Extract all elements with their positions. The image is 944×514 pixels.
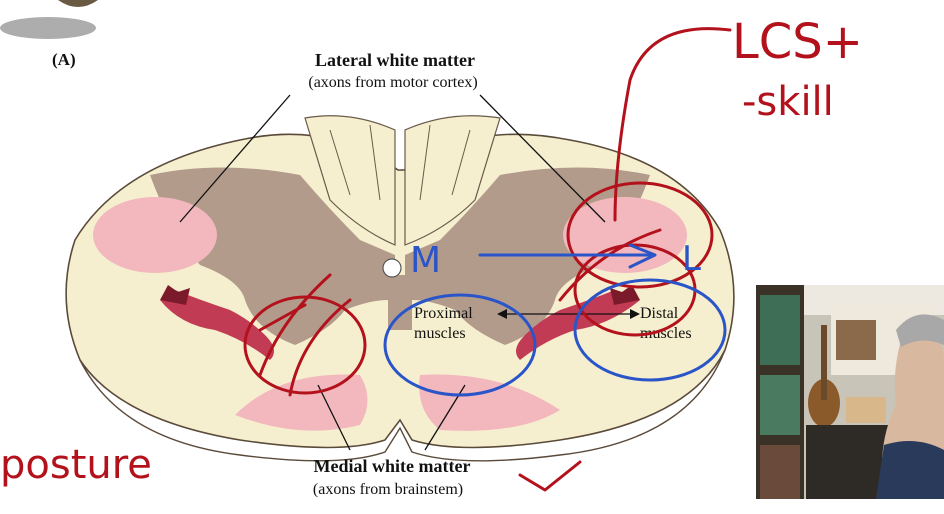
panel-label: (A) [52,50,76,69]
webcam-scene [756,285,944,499]
motor-neuron-right [516,285,640,360]
blue-m-text: M [410,240,441,281]
webcam-thumbnail [756,285,944,499]
shadow-blob [0,17,96,39]
column-lines [329,124,471,201]
blue-arrow [478,243,657,269]
dorsal-column-right [404,115,501,246]
blue-circle-proximal [383,293,537,397]
medial-white-matter-subtitle: (axons from brainstem) [312,481,464,498]
proximal-label-line2: muscles [414,325,466,342]
leader-medial-left [317,384,351,451]
leader-lateral-left [179,94,291,223]
red-loop [558,228,662,302]
red-posture-text: posture [0,442,152,488]
red-circle-left [243,295,367,395]
cord-rim [79,349,726,462]
dome-icon [58,0,98,7]
red-lcs-text: LCS+ [732,14,863,70]
proximal-muscles-label: Proximal muscles [414,304,473,344]
red-skill-text: -skill [742,79,834,125]
red-stroke-top [613,27,732,222]
distal-label-line2: muscles [640,325,692,342]
blue-l-text: L [682,239,701,279]
lateral-white-matter-subtitle: (axons from motor cortex) [308,74,478,91]
blue-circle-distal [573,278,727,382]
red-scribble-left [258,273,352,397]
grey-matter [150,167,650,345]
central-canal [382,258,402,278]
medial-white-matter-title: Medial white matter [313,456,471,476]
red-checkmark [518,460,582,492]
red-circle-neuron [573,243,697,337]
distal-label-line1: Distal [640,305,679,322]
distal-muscles-label: Distal muscles [640,304,692,344]
dorsal-column-left [304,115,396,246]
red-circle-lateral [566,181,714,289]
proximal-label-line1: Proximal [414,305,473,322]
lateral-white-matter-title: Lateral white matter [315,50,475,70]
medial-tract-right [419,374,560,431]
